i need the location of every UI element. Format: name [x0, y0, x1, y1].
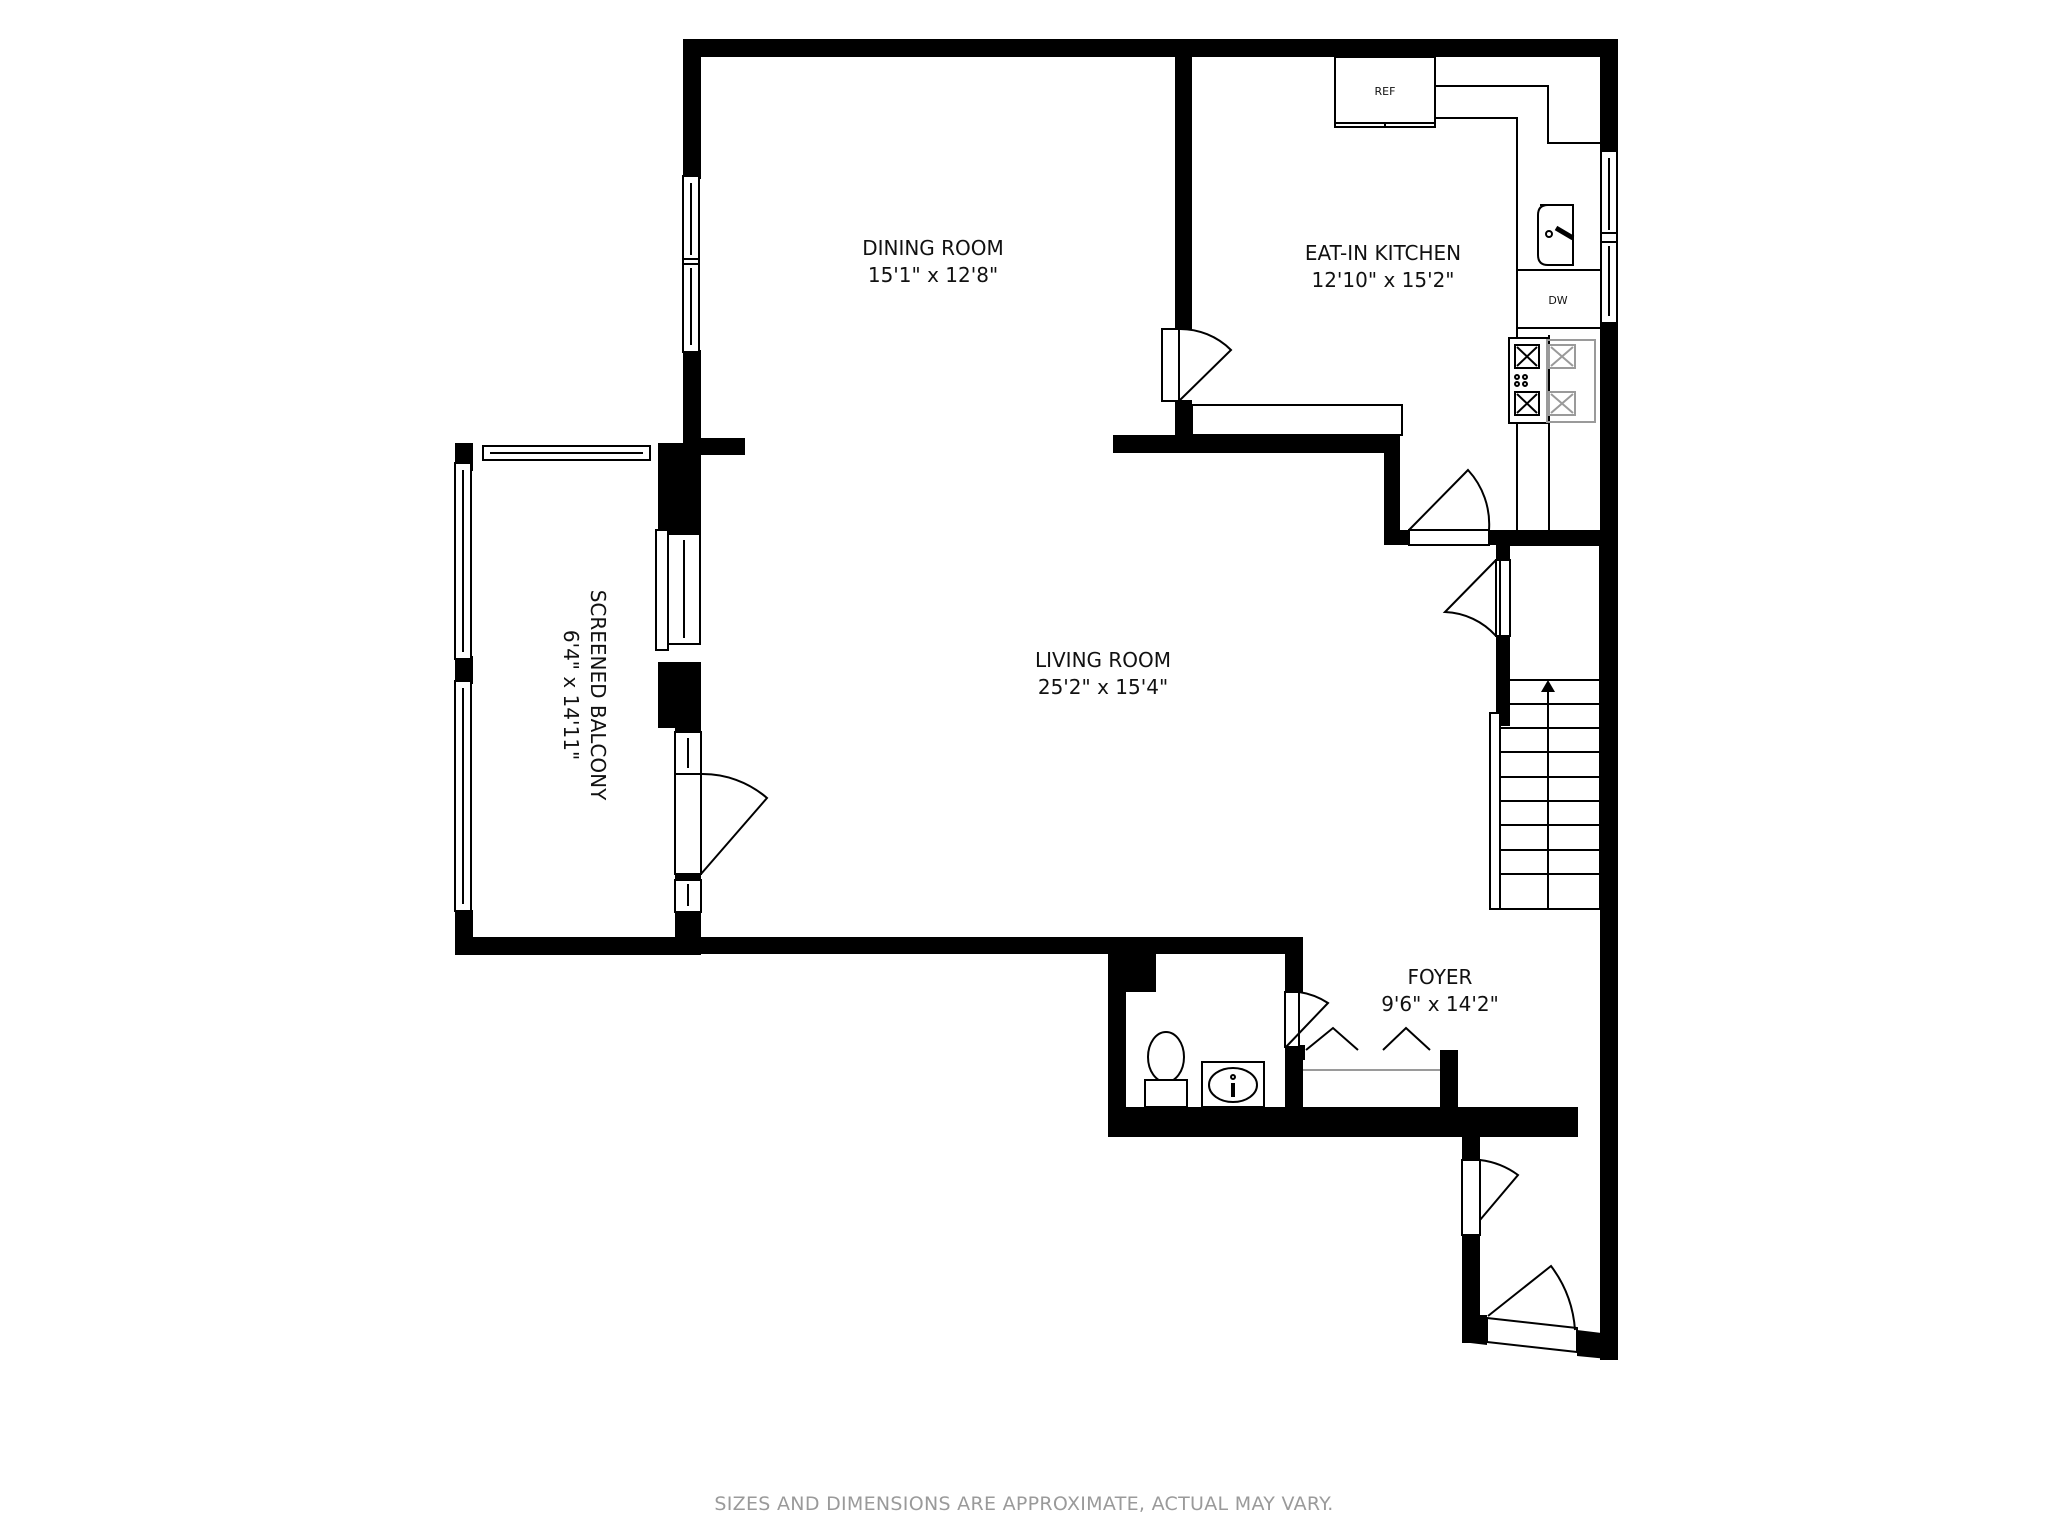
closet-bifold-door-icon	[1303, 1026, 1440, 1071]
entry-door-icon	[1486, 1264, 1578, 1354]
sink-icon	[1201, 1061, 1265, 1108]
door-swing-icon	[1284, 991, 1330, 1049]
sink-icon	[1537, 204, 1575, 266]
window-icon	[655, 529, 701, 651]
doors	[674, 327, 1578, 1354]
stove-icon	[1508, 337, 1596, 424]
toilet-icon	[1144, 1031, 1188, 1108]
refrigerator-icon: REF	[1334, 56, 1436, 128]
room-label-living-room: LIVING ROOM 25'2" x 15'4"	[1035, 648, 1171, 699]
dishwasher-label: DW	[1548, 294, 1567, 307]
svg-text:9'6" x 14'2": 9'6" x 14'2"	[1381, 992, 1499, 1016]
room-label-screened-balcony: SCREENED BALCONY 6'4" x 14'11"	[559, 590, 610, 801]
svg-text:EAT-IN KITCHEN: EAT-IN KITCHEN	[1305, 241, 1461, 265]
window-icon	[682, 175, 700, 353]
svg-text:25'2" x 15'4": 25'2" x 15'4"	[1038, 675, 1168, 699]
kitchen-fixtures: REF DW	[1191, 56, 1600, 533]
svg-text:SCREENED BALCONY: SCREENED BALCONY	[586, 590, 610, 801]
window-icon	[674, 731, 702, 775]
walls	[455, 39, 1618, 1360]
door-swing-icon	[674, 772, 769, 875]
room-labels: DINING ROOM 15'1" x 12'8" EAT-IN KITCHEN…	[559, 236, 1499, 1016]
powder-room-fixtures	[1144, 1031, 1265, 1108]
room-label-dining-room: DINING ROOM 15'1" x 12'8"	[862, 236, 1004, 287]
svg-text:LIVING ROOM: LIVING ROOM	[1035, 648, 1171, 672]
svg-text:15'1" x 12'8": 15'1" x 12'8"	[868, 263, 998, 287]
svg-text:12'10" x 15'2": 12'10" x 15'2"	[1311, 268, 1454, 292]
svg-text:6'4" x 14'11": 6'4" x 14'11"	[559, 630, 583, 760]
svg-text:DINING ROOM: DINING ROOM	[862, 236, 1004, 260]
refrigerator-label: REF	[1375, 85, 1396, 98]
window-icon	[1600, 150, 1618, 324]
room-label-eat-in-kitchen: EAT-IN KITCHEN 12'10" x 15'2"	[1305, 241, 1461, 292]
window-icon	[674, 879, 702, 913]
windows	[454, 150, 1618, 913]
stairs	[1489, 544, 1601, 910]
room-label-foyer: FOYER 9'6" x 14'2"	[1381, 965, 1499, 1016]
svg-text:FOYER: FOYER	[1408, 965, 1473, 989]
window-icon	[454, 462, 472, 660]
door-swing-icon	[1461, 1159, 1520, 1236]
window-icon	[454, 680, 472, 912]
disclaimer-text: SIZES AND DIMENSIONS ARE APPROXIMATE, AC…	[714, 1493, 1333, 1515]
door-swing-icon	[1161, 327, 1233, 402]
door-swing-icon	[1408, 468, 1491, 546]
stairs-up-arrow-icon	[1541, 680, 1555, 692]
window-icon	[482, 445, 651, 461]
